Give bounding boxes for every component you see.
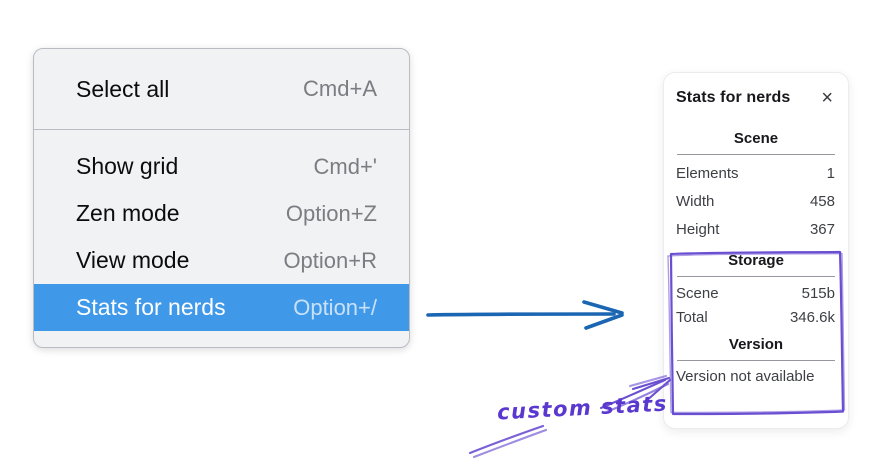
stat-row-storage-total: Total 346.6k: [675, 305, 837, 329]
stat-label: Height: [676, 220, 720, 238]
menu-item-shortcut: Option+Z: [285, 200, 377, 226]
stat-value: 367: [809, 220, 835, 238]
stat-label: Total: [676, 308, 708, 326]
menu-item-view-mode[interactable]: View mode Option+R: [34, 237, 409, 284]
version-section-heading: Version: [728, 336, 784, 353]
custom-stats-annotation-label: custom stats: [496, 391, 669, 425]
menu-item-label: Select all: [76, 75, 170, 102]
stat-label: Width: [676, 192, 715, 210]
menu-to-panel-arrow: [426, 300, 624, 330]
storage-section-heading: Storage: [728, 252, 784, 269]
menu-item-zen-mode[interactable]: Zen mode Option+Z: [34, 190, 409, 237]
stats-panel-header: Stats for nerds ×: [675, 88, 837, 108]
close-icon[interactable]: ×: [821, 87, 833, 109]
menu-item-shortcut: Option+/: [293, 294, 377, 320]
stat-value: 515b: [801, 284, 835, 302]
menu-item-stats-for-nerds[interactable]: Stats for nerds Option+/: [34, 284, 409, 331]
stat-row-width: Width 458: [675, 187, 837, 215]
menu-item-shortcut: Option+R: [283, 247, 377, 273]
menu-group-top: Select all Cmd+A: [34, 49, 409, 129]
version-section-divider: [677, 360, 835, 361]
version-note: Version not available: [676, 368, 815, 385]
stat-value: 458: [809, 192, 835, 210]
menu-item-label: View mode: [76, 247, 190, 273]
stat-row-elements: Elements 1: [675, 159, 837, 187]
context-menu: Select all Cmd+A Show grid Cmd+' Zen mod…: [33, 48, 410, 348]
scene-section-heading: Scene: [733, 130, 779, 147]
menu-item-label: Zen mode: [76, 200, 180, 226]
scene-section-divider: [677, 154, 835, 155]
stats-panel: Stats for nerds × Scene Elements 1 Width…: [663, 72, 849, 429]
menu-separator: [34, 129, 409, 130]
stat-row-height: Height 367: [675, 215, 837, 243]
stat-value: 346.6k: [789, 308, 835, 326]
stat-label: Elements: [676, 164, 739, 182]
menu-item-select-all[interactable]: Select all Cmd+A: [34, 63, 409, 115]
stats-panel-title: Stats for nerds: [676, 89, 791, 106]
menu-item-shortcut: Cmd+A: [303, 76, 377, 101]
stat-value: 1: [826, 164, 835, 182]
stat-label: Scene: [676, 284, 719, 302]
storage-section-divider: [677, 276, 835, 277]
menu-item-show-grid[interactable]: Show grid Cmd+': [34, 143, 409, 190]
menu-group-bottom: Show grid Cmd+' Zen mode Option+Z View m…: [34, 130, 409, 347]
menu-item-label: Stats for nerds: [76, 294, 226, 320]
stat-row-storage-scene: Scene 515b: [675, 281, 837, 305]
menu-item-label: Show grid: [76, 153, 179, 179]
menu-item-shortcut: Cmd+': [313, 153, 378, 179]
